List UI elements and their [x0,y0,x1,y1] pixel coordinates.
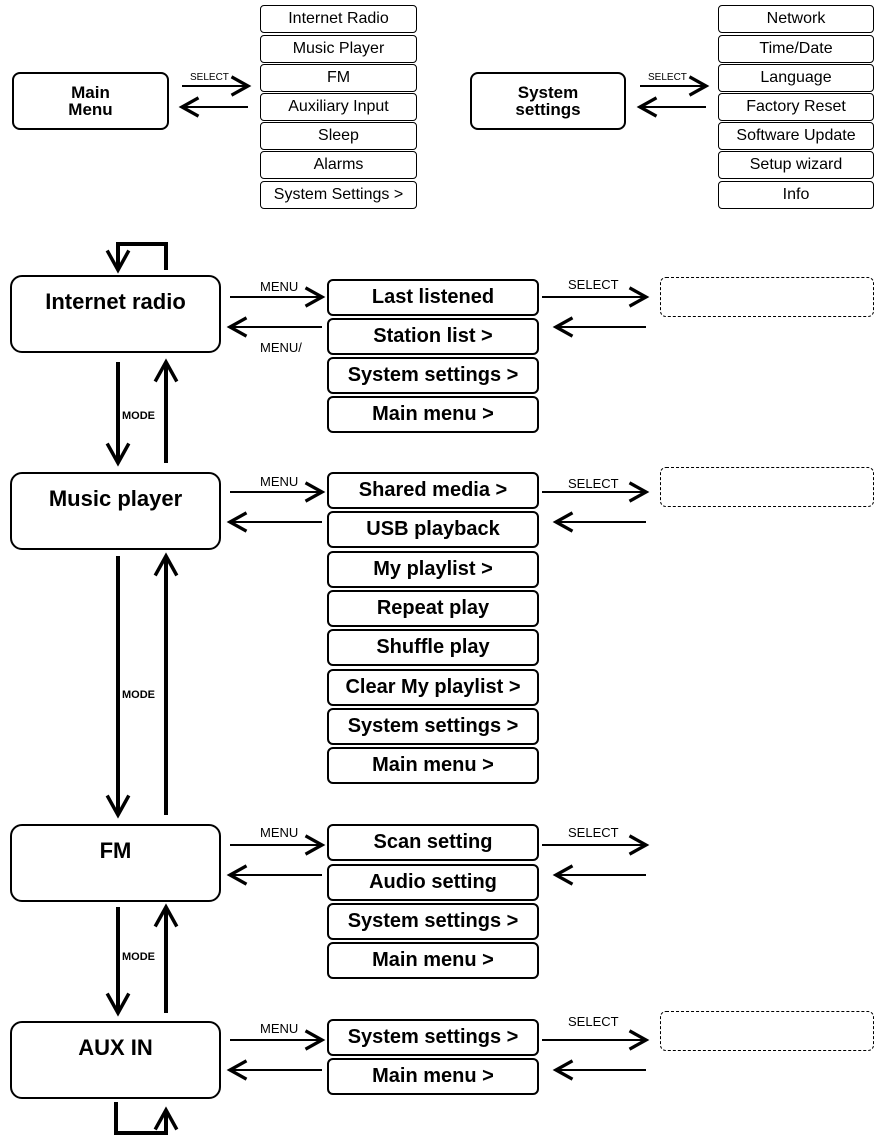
mode-internet-radio[interactable]: Internet radio [10,275,221,353]
top-loop-arrow [105,242,168,274]
mp-item-my-playlist[interactable]: My playlist > [327,551,539,588]
fm-item-system-settings[interactable]: System settings > [327,903,539,940]
ir-submenu-placeholder [660,277,874,317]
mp-item-shared-media[interactable]: Shared media > [327,472,539,509]
main-menu-item-alarms[interactable]: Alarms [260,151,417,179]
mp-menu-label: MENU [260,474,299,489]
ir-item-main-menu[interactable]: Main menu > [327,396,539,433]
mp-item-repeat-play[interactable]: Repeat play [327,590,539,627]
main-menu-label: Main Menu [68,83,113,119]
ir-menu-label: MENU [260,279,299,294]
top-left-select-label: SELECT [190,72,229,83]
mode-label-3: MODE [122,950,155,964]
system-item-software-update[interactable]: Software Update [718,122,874,150]
system-item-factory-reset[interactable]: Factory Reset [718,93,874,121]
fm-item-audio-setting[interactable]: Audio setting [327,864,539,901]
aux-select-label: SELECT [568,1014,619,1029]
system-item-setup-wizard[interactable]: Setup wizard [718,151,874,179]
system-item-language[interactable]: Language [718,64,874,92]
system-settings-box[interactable]: System settings [470,72,626,130]
fm-select-label: SELECT [568,825,619,840]
mode-music-player[interactable]: Music player [10,472,221,550]
mp-item-clear-my-playlist[interactable]: Clear My playlist > [327,669,539,706]
ir-back-label: MENU/ [260,340,302,355]
main-menu-item-music-player[interactable]: Music Player [260,35,417,63]
mode-label-1: MODE [122,409,155,423]
bottom-loop-arrow [114,1102,179,1135]
ir-item-station-list[interactable]: Station list > [327,318,539,355]
main-menu-item-internet-radio[interactable]: Internet Radio [260,5,417,33]
mode-aux-in[interactable]: AUX IN [10,1021,221,1099]
top-right-select-label: SELECT [648,72,687,83]
mp-item-shuffle-play[interactable]: Shuffle play [327,629,539,666]
fm-item-main-menu[interactable]: Main menu > [327,942,539,979]
main-menu-item-sleep[interactable]: Sleep [260,122,417,150]
mp-item-usb-playback[interactable]: USB playback [327,511,539,548]
main-menu-box[interactable]: Main Menu [12,72,169,130]
aux-item-system-settings[interactable]: System settings > [327,1019,539,1056]
mp-item-main-menu[interactable]: Main menu > [327,747,539,784]
mp-select-label: SELECT [568,476,619,491]
fm-item-scan-setting[interactable]: Scan setting [327,824,539,861]
ir-item-system-settings[interactable]: System settings > [327,357,539,394]
ir-select-label: SELECT [568,277,619,292]
main-menu-item-system-settings[interactable]: System Settings > [260,181,417,209]
system-item-network[interactable]: Network [718,5,874,33]
system-item-info[interactable]: Info [718,181,874,209]
mode-fm[interactable]: FM [10,824,221,902]
main-menu-item-fm[interactable]: FM [260,64,417,92]
mp-item-system-settings[interactable]: System settings > [327,708,539,745]
system-settings-label: System settings [515,83,581,119]
mode-label-2: MODE [122,688,155,702]
main-menu-item-auxiliary-input[interactable]: Auxiliary Input [260,93,417,121]
system-item-time-date[interactable]: Time/Date [718,35,874,63]
mp-submenu-placeholder [660,467,874,507]
aux-menu-label: MENU [260,1021,299,1036]
ir-item-last-listened[interactable]: Last listened [327,279,539,316]
fm-menu-label: MENU [260,825,299,840]
aux-item-main-menu[interactable]: Main menu > [327,1058,539,1095]
aux-submenu-placeholder [660,1011,874,1051]
